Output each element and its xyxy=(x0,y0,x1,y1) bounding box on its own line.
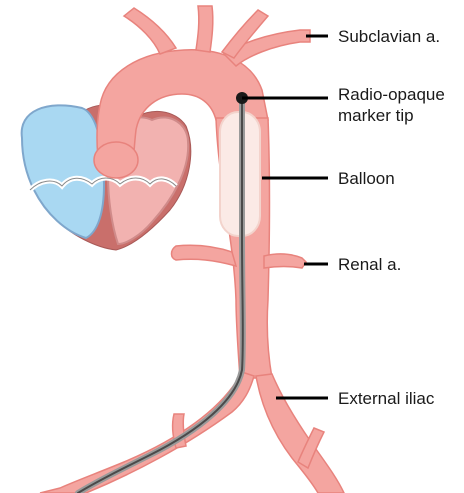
renal-artery-right xyxy=(264,254,306,268)
label-marker-line2: marker tip xyxy=(338,106,414,125)
aortic-root xyxy=(94,142,138,178)
left-iliac-artery xyxy=(40,372,254,493)
label-renal: Renal a. xyxy=(338,255,401,274)
external-iliac-artery xyxy=(256,374,344,493)
label-external-iliac: External iliac xyxy=(338,389,435,408)
left-carotid-branch xyxy=(196,6,213,52)
renal-artery-left xyxy=(172,245,237,266)
arterial-tree xyxy=(40,6,344,493)
left-ventricle xyxy=(22,105,104,238)
label-marker-line1: Radio-opaque xyxy=(338,85,445,104)
labels: Subclavian a. Radio-opaque marker tip Ba… xyxy=(338,27,445,408)
brachiocephalic-branch xyxy=(124,8,176,54)
label-subclavian: Subclavian a. xyxy=(338,27,440,46)
label-balloon: Balloon xyxy=(338,169,395,188)
